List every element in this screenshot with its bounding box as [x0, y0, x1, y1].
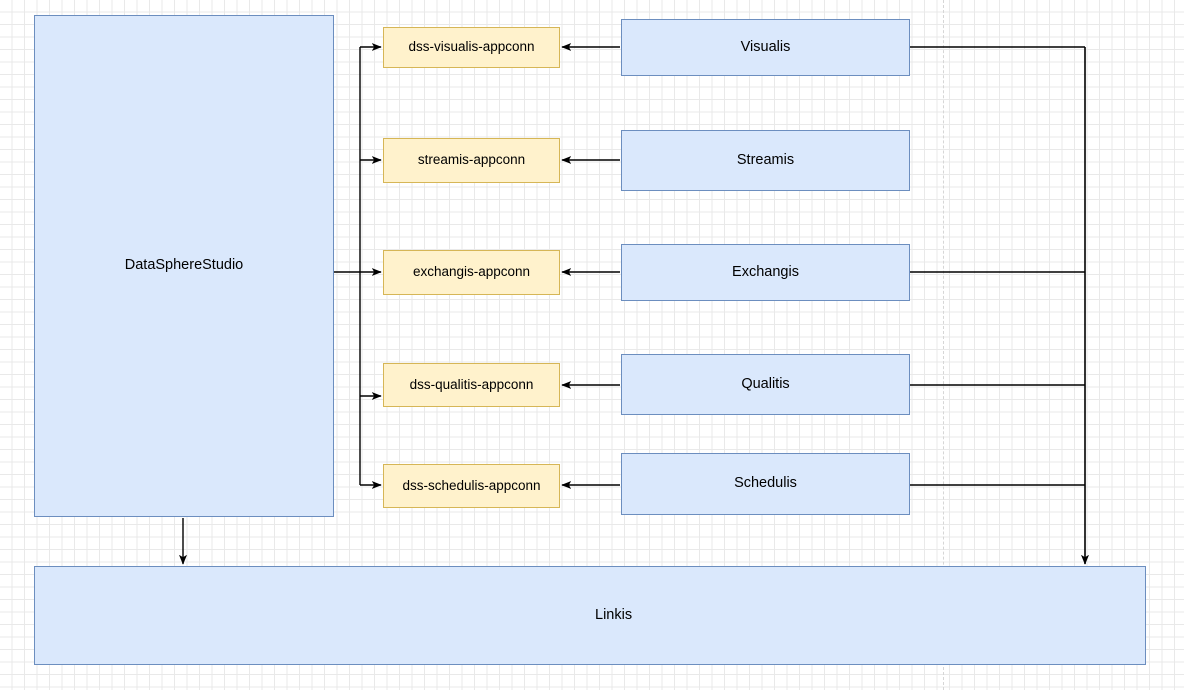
node-label-visualis: Visualis: [740, 38, 791, 55]
node-schedulis[interactable]: Schedulis: [621, 453, 910, 515]
node-visualis[interactable]: Visualis: [621, 19, 910, 76]
node-qualitis[interactable]: Qualitis: [621, 354, 910, 415]
node-label-datasphere-studio: DataSphereStudio: [124, 257, 244, 274]
node-streamis-appconn[interactable]: streamis-appconn: [383, 138, 560, 183]
node-label-dss-qualitis-appconn: dss-qualitis-appconn: [409, 376, 534, 392]
node-label-schedulis: Schedulis: [734, 475, 797, 492]
node-dss-qualitis-appconn[interactable]: dss-qualitis-appconn: [383, 363, 560, 407]
node-exchangis-appconn[interactable]: exchangis-appconn: [383, 250, 560, 295]
node-label-exchangis-appconn: exchangis-appconn: [412, 264, 531, 280]
node-exchangis[interactable]: Exchangis: [621, 244, 910, 301]
node-label-linkis: Linkis: [595, 607, 633, 623]
node-label-qualitis: Qualitis: [741, 375, 790, 392]
node-label-exchangis: Exchangis: [732, 263, 799, 280]
node-dss-visualis-appconn[interactable]: dss-visualis-appconn: [383, 27, 560, 68]
node-linkis[interactable]: Linkis: [34, 566, 1146, 665]
node-datasphere-studio[interactable]: DataSphereStudio: [34, 15, 334, 517]
edge-dss-trunk: [334, 47, 361, 485]
node-dss-schedulis-appconn[interactable]: dss-schedulis-appconn: [383, 464, 560, 508]
node-label-dss-schedulis-appconn: dss-schedulis-appconn: [402, 477, 541, 493]
node-label-dss-visualis-appconn: dss-visualis-appconn: [408, 39, 535, 55]
node-label-streamis-appconn: streamis-appconn: [417, 152, 526, 168]
node-label-streamis: Streamis: [736, 151, 795, 168]
page-break-guide: [943, 0, 944, 690]
node-streamis[interactable]: Streamis: [621, 130, 910, 191]
